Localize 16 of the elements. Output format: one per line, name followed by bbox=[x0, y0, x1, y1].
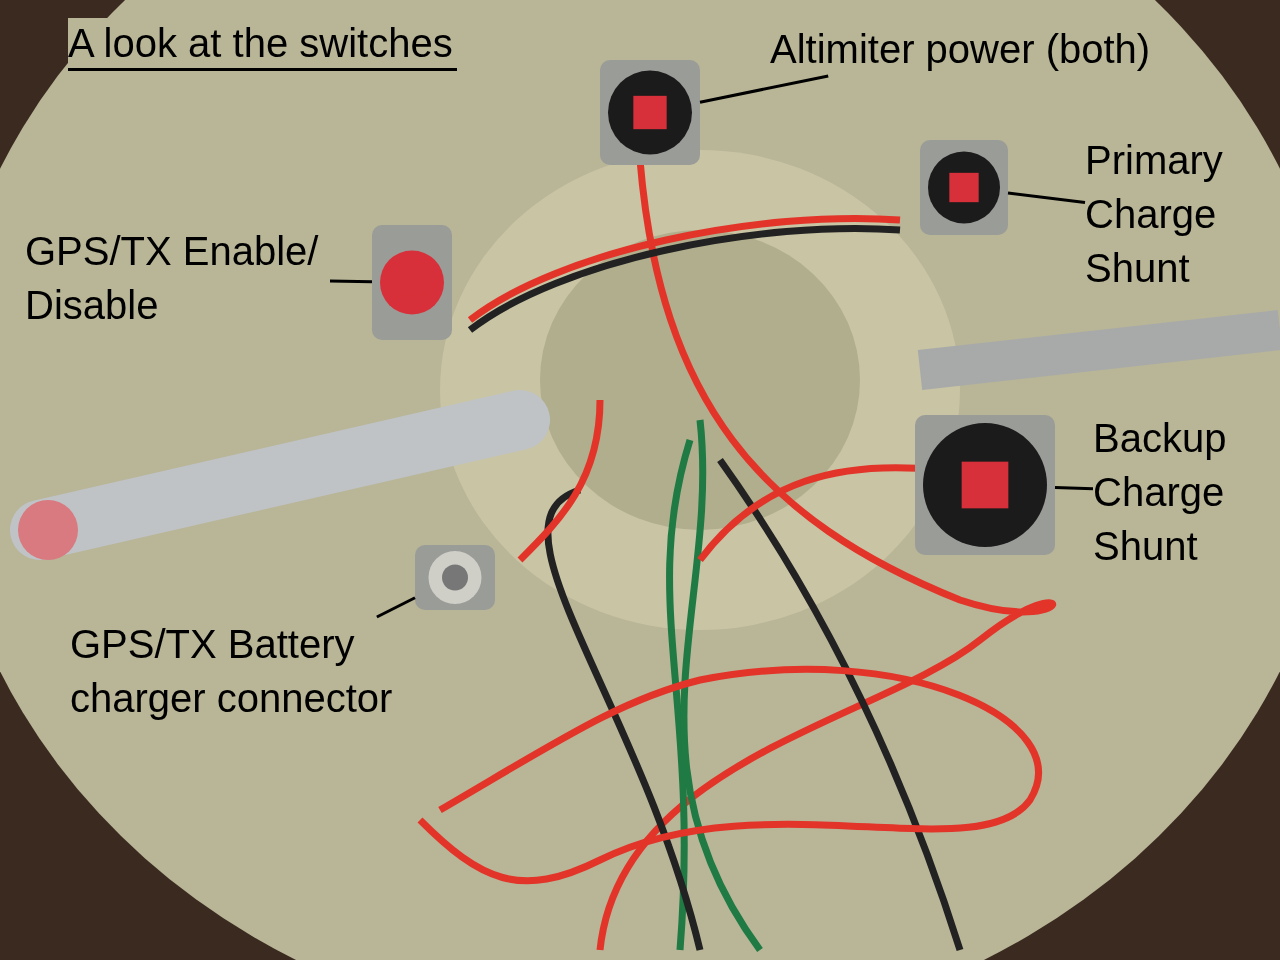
callout-label: Primary Charge Shunt bbox=[1085, 133, 1270, 295]
switch-drawing bbox=[920, 140, 1008, 235]
callout-label: GPS/TX Battery charger connector bbox=[70, 617, 470, 725]
callout-label: GPS/TX Enable/ Disable bbox=[25, 224, 330, 332]
callout-label: Backup Charge Shunt bbox=[1093, 411, 1268, 573]
leader-line bbox=[376, 596, 416, 619]
switch-drawing bbox=[372, 225, 452, 340]
switch-drawing bbox=[600, 60, 700, 165]
leader-line bbox=[1054, 486, 1094, 491]
connector-drawing bbox=[415, 545, 495, 610]
leader-line bbox=[699, 74, 829, 104]
switch-drawing bbox=[915, 415, 1055, 555]
callout-label: Altimiter power (both) bbox=[770, 22, 1151, 76]
leader-line bbox=[329, 279, 373, 284]
title: A look at the switches bbox=[68, 18, 457, 71]
leader-line bbox=[1007, 191, 1086, 204]
